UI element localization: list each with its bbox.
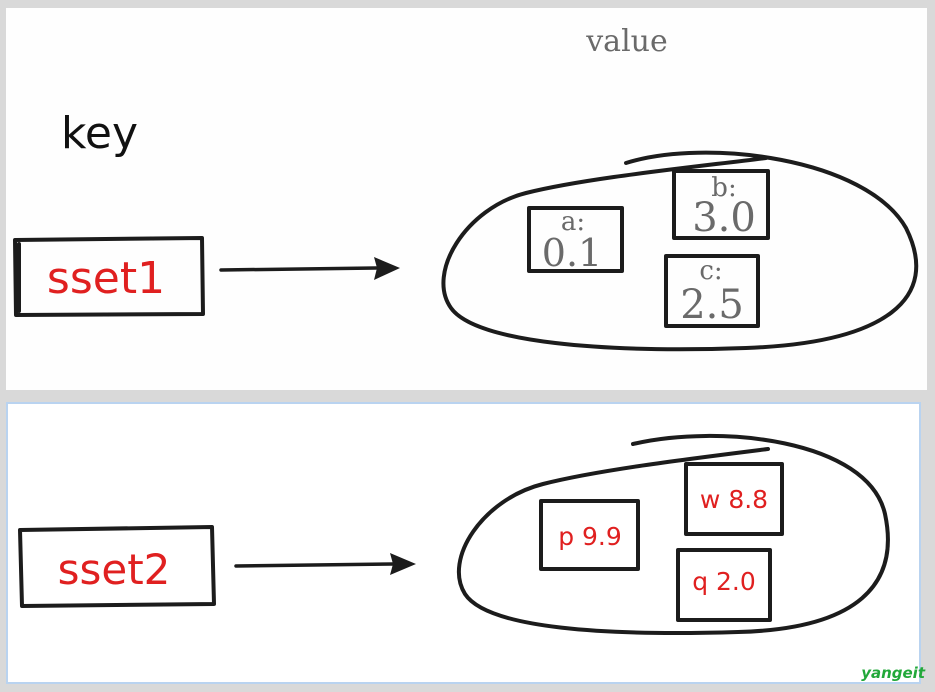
top-panel: value key sset1 a: 0.1 b: 3.0 c: 2.5 (6, 8, 927, 390)
member-label-p: p 9.9 (558, 522, 622, 551)
member-score-a: 0.1 (542, 231, 602, 275)
key-box-sset2 (18, 525, 216, 608)
member-box-a (527, 206, 624, 273)
key-label-sset1: sset1 (47, 253, 165, 304)
member-label-w: w 8.8 (700, 485, 768, 514)
member-box-b (672, 169, 770, 240)
member-box-c (664, 254, 760, 328)
member-score-c: 2.5 (680, 282, 744, 328)
value-loop-bottom (456, 433, 890, 636)
member-name-c: c: (699, 256, 722, 286)
member-box-q (676, 548, 772, 622)
top-diagram: value key sset1 a: 0.1 b: 3.0 c: 2.5 (13, 24, 919, 352)
member-label-q: q 2.0 (692, 567, 756, 596)
arrow-bottom (234, 562, 395, 568)
member-box-p (539, 499, 640, 571)
key-heading: key (61, 108, 138, 159)
watermark-logo: yangeit (861, 664, 925, 682)
arrow-top (219, 266, 378, 272)
member-name-a: a: (561, 207, 585, 237)
value-loop-top (441, 150, 919, 352)
arrow-top-head (374, 257, 400, 280)
bottom-diagram: sset2 p 9.9 w 8.8 q 2.0 (18, 433, 890, 636)
arrow-bottom-head (390, 553, 416, 575)
bottom-panel: sset2 p 9.9 w 8.8 q 2.0 (6, 402, 921, 684)
value-title: value (585, 24, 668, 59)
member-box-w (684, 462, 784, 536)
member-name-b: b: (711, 173, 736, 203)
member-score-b: 3.0 (692, 195, 756, 241)
key-box-sset1 (13, 236, 205, 317)
key-label-sset2: sset2 (58, 545, 171, 594)
